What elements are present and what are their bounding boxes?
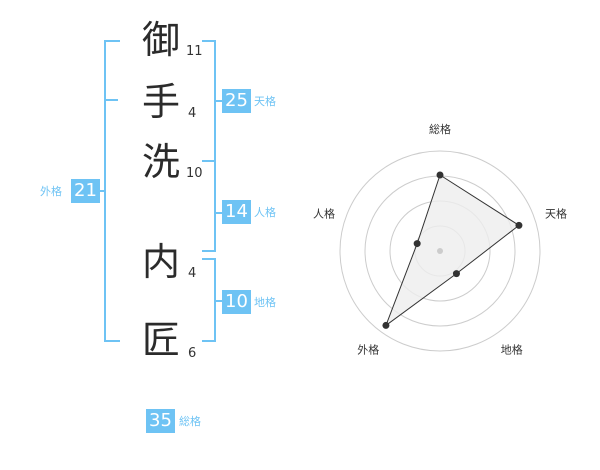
name-char-4: 内	[141, 240, 180, 284]
jinkaku-label: 人格	[254, 206, 276, 219]
radar-center-dot	[437, 248, 443, 254]
radar-point-5	[413, 240, 421, 248]
soukaku-label: 総格	[179, 415, 201, 428]
name-char-1: 御	[141, 18, 180, 62]
tenkaku-label: 天格	[254, 95, 276, 108]
radar-point-2	[515, 221, 523, 229]
radar-point-3	[452, 270, 460, 278]
chikaku-bracket	[202, 258, 216, 342]
chikaku-value: 10	[222, 290, 251, 314]
radar-axis-label-1: 総格	[429, 122, 451, 136]
jinkaku-value: 14	[222, 200, 251, 224]
tenkaku-connector	[216, 100, 222, 102]
gaikaku-bracket	[104, 40, 120, 342]
stroke-count-2: 4	[188, 106, 197, 121]
stroke-count-5: 6	[188, 346, 197, 361]
radar-point-1	[436, 171, 444, 179]
gaikaku-value: 21	[71, 179, 100, 203]
name-char-2: 手	[141, 80, 180, 124]
tenkaku-value: 25	[222, 89, 251, 113]
radar-axis-label-4: 外格	[357, 343, 379, 357]
radar-axis-label-5: 人格	[313, 206, 335, 220]
stroke-count-1: 11	[186, 44, 203, 59]
stroke-count-4: 4	[188, 266, 197, 281]
radar-axis-label-2: 天格	[545, 206, 567, 220]
tenkaku-bracket	[202, 40, 216, 162]
name-char-5: 匠	[141, 318, 180, 362]
radar-point-4	[382, 321, 390, 329]
radar-axis-label-3: 地格	[501, 343, 523, 357]
radar-data-area	[384, 174, 520, 327]
gaikaku-label: 外格	[40, 185, 62, 198]
stroke-count-3: 10	[186, 166, 203, 181]
gaikaku-connector	[98, 190, 104, 192]
soukaku-value: 35	[146, 409, 175, 433]
chikaku-label: 地格	[254, 296, 276, 309]
jinkaku-bracket	[202, 160, 216, 252]
gaikaku-bracket-mid-tick	[104, 99, 118, 101]
name-char-3: 洗	[141, 140, 180, 184]
radar-ring-4	[339, 150, 541, 352]
chikaku-connector	[216, 300, 222, 302]
jinkaku-connector	[216, 212, 222, 214]
